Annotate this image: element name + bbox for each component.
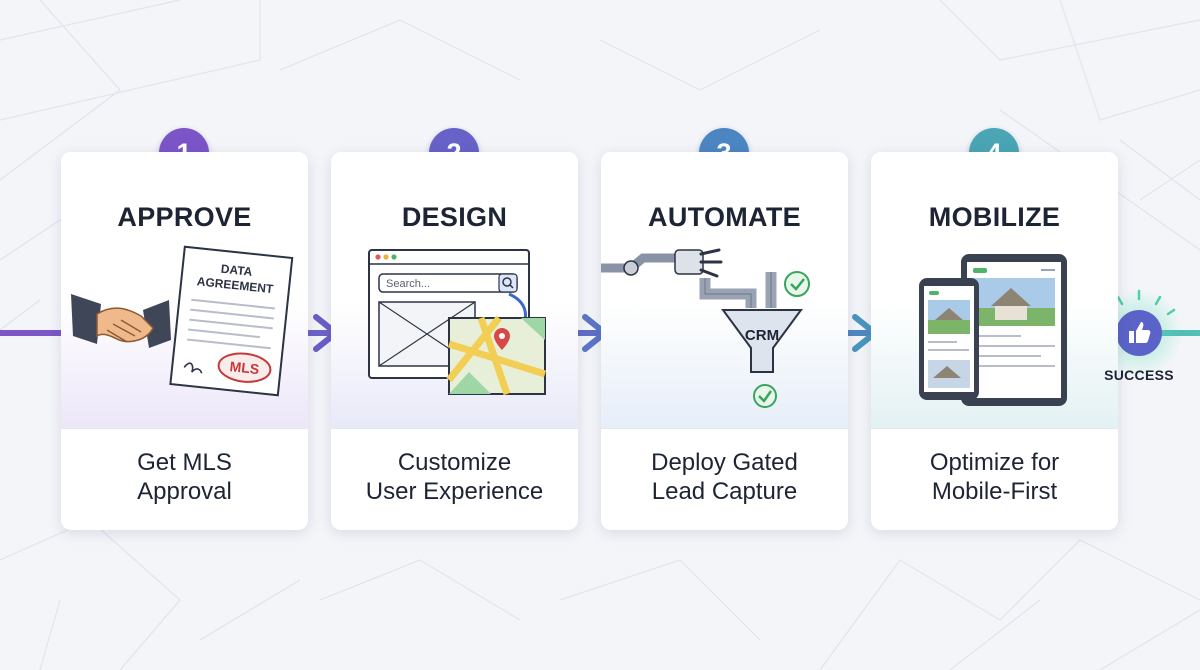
success-label: SUCCESS xyxy=(1104,367,1174,383)
step-card-automate: AUTOMATE CRM Deploy Gated Lead Capture xyxy=(601,152,848,530)
search-placeholder: Search... xyxy=(386,278,430,290)
thumbs-up-icon xyxy=(1116,310,1162,356)
phone-icon xyxy=(919,278,979,400)
design-illustration: Search... xyxy=(368,249,547,396)
step-card-approve: APPROVE DATA AGREEMENT MLS Get xyxy=(61,152,308,530)
svg-text:MLS: MLS xyxy=(229,358,260,377)
step-description: Deploy Gated Lead Capture xyxy=(651,449,798,505)
step-title: MOBILIZE xyxy=(928,202,1061,232)
robot-arm-icon xyxy=(601,248,723,278)
check-icon xyxy=(753,384,777,408)
step-card-mobilize: MOBILIZE xyxy=(871,152,1118,530)
mls-stamp-icon: MLS xyxy=(217,352,272,383)
crm-funnel-icon: CRM xyxy=(721,309,803,373)
handshake-icon xyxy=(71,294,171,348)
step-card-design: DESIGN Search... Customize User Exp xyxy=(331,152,578,530)
mobilize-illustration xyxy=(919,254,1067,406)
step-title: AUTOMATE xyxy=(648,202,801,232)
step-description: Optimize for Mobile-First xyxy=(929,449,1060,505)
search-icon xyxy=(502,277,512,287)
step-title: DESIGN xyxy=(401,202,508,232)
map-icon xyxy=(446,315,547,396)
automate-illustration: CRM xyxy=(601,248,810,408)
check-icon xyxy=(784,271,810,297)
document-title-1: DATA xyxy=(220,262,253,279)
step-description: Customize User Experience xyxy=(365,449,544,505)
step-title: APPROVE xyxy=(117,202,252,232)
approval-illustration: DATA AGREEMENT MLS xyxy=(71,245,294,397)
tablet-icon xyxy=(961,254,1067,406)
step-description: Get MLS Approval xyxy=(137,449,232,505)
svg-text:CRM: CRM xyxy=(745,327,779,344)
